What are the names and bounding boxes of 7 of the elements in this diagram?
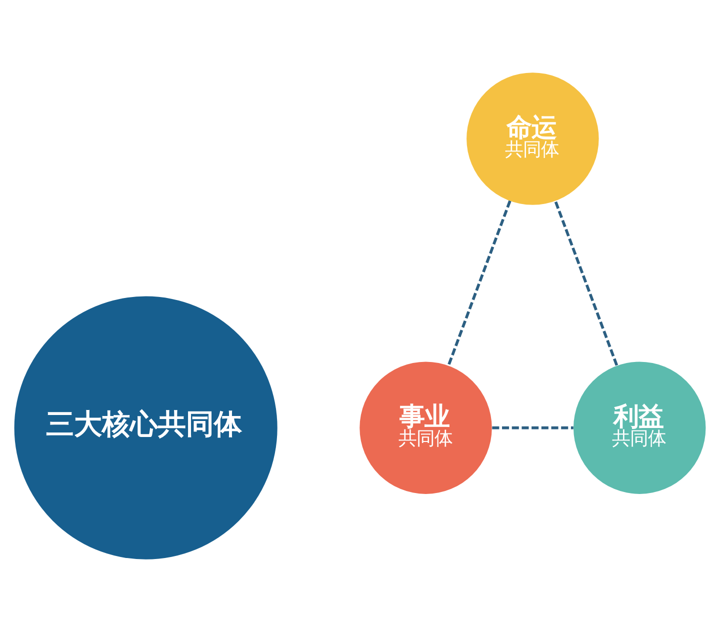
connector: [554, 200, 618, 366]
node-circle: 命运 共同体: [466, 72, 599, 205]
node-circle: 事业 共同体: [360, 362, 492, 494]
node-circle: 三大核心共同体: [14, 296, 278, 560]
node-circle: 利益 共同体: [573, 362, 706, 494]
connector: [492, 426, 574, 430]
connector: [447, 200, 512, 366]
